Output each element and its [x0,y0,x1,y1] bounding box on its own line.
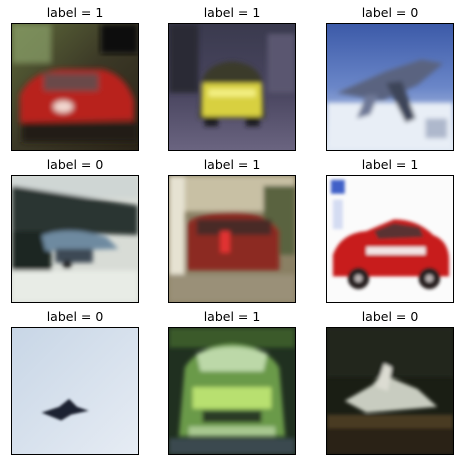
image-label: label = 0 [46,157,104,172]
image-label: label = 0 [46,309,104,324]
image-thumbnail-red-sports-car [326,175,454,303]
image-label: label = 1 [203,157,261,172]
green-car-image [169,328,295,454]
image-label: label = 1 [361,157,419,172]
image-thumbnail-airplane-hangar [11,175,139,303]
image-label: label = 1 [203,309,261,324]
red-car-image [12,24,138,150]
red-car-street-image [169,176,295,302]
image-thumbnail-airplane-snow [326,23,454,151]
airplane-sky-image [12,328,138,454]
image-thumbnail-airplane-dark [326,327,454,455]
image-label: label = 1 [203,5,261,20]
yellow-car-image [169,24,295,150]
airplane-snow-image [327,24,453,150]
image-label: label = 0 [361,309,419,324]
image-thumbnail-yellow-car [168,23,296,151]
airplane-dark-image [327,328,453,454]
red-sports-car-image [327,176,453,302]
image-label: label = 0 [361,5,419,20]
image-label: label = 1 [46,5,104,20]
image-thumbnail-green-car [168,327,296,455]
image-thumbnail-red-car [11,23,139,151]
image-thumbnail-red-car-street [168,175,296,303]
image-thumbnail-airplane-sky [11,327,139,455]
airplane-hangar-image [12,176,138,302]
